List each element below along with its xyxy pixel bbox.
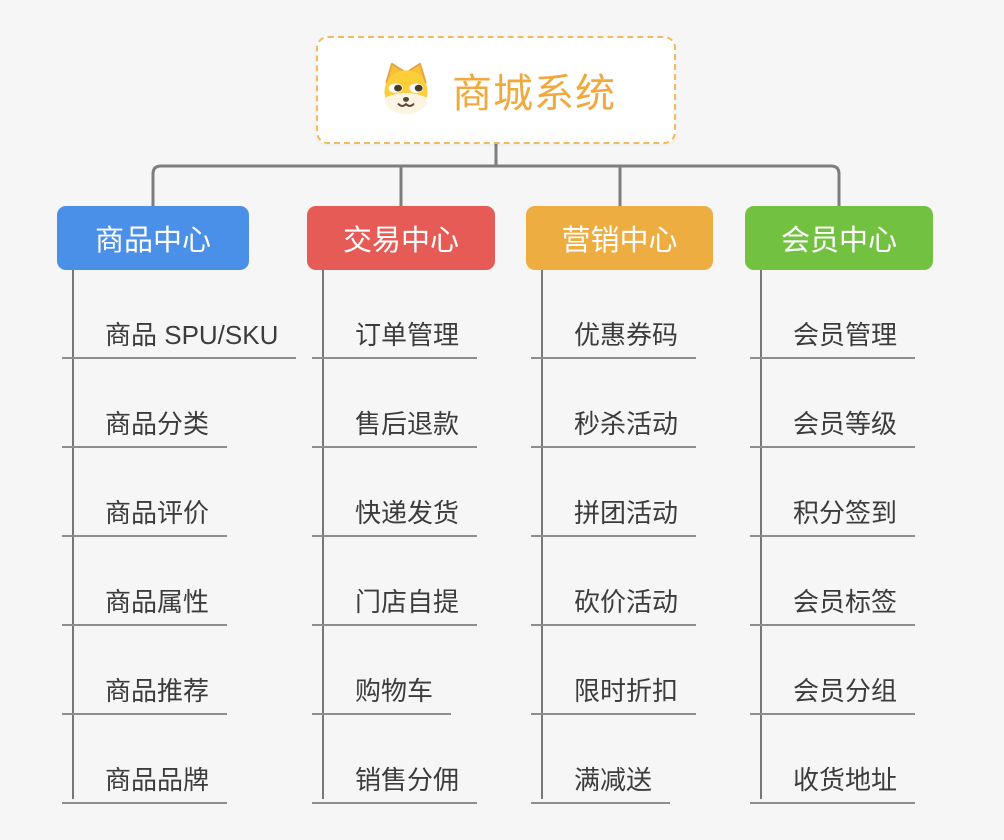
child-topic[interactable]: 会员标签: [750, 537, 916, 626]
branch-children: 优惠券码秒杀活动拼团活动砍价活动限时折扣满减送: [526, 270, 697, 804]
branch-rail-line: [151, 164, 841, 206]
child-topic[interactable]: 优惠券码: [531, 270, 697, 359]
child-topic[interactable]: 会员管理: [750, 270, 916, 359]
branch-children: 订单管理售后退款快递发货门店自提购物车销售分佣: [307, 270, 478, 804]
child-topic[interactable]: 商品属性: [62, 537, 228, 626]
branch-children: 会员管理会员等级积分签到会员标签会员分组收货地址: [745, 270, 916, 804]
root-title: 商城系统: [452, 72, 616, 116]
child-topic[interactable]: 订单管理: [312, 270, 478, 359]
branch-label: 商品中心: [94, 225, 211, 257]
branch-node[interactable]: 营销中心: [526, 206, 713, 270]
child-topic[interactable]: 收货地址: [750, 715, 916, 804]
trunk-line: [72, 270, 74, 799]
child-topic[interactable]: 会员分组: [750, 626, 916, 715]
child-topic[interactable]: 限时折扣: [531, 626, 697, 715]
trunk-line: [322, 270, 324, 799]
child-topic[interactable]: 商品分类: [62, 359, 228, 448]
child-topic[interactable]: 会员等级: [750, 359, 916, 448]
branch-node[interactable]: 商品中心: [57, 206, 249, 270]
child-topic[interactable]: 售后退款: [312, 359, 478, 448]
root-node[interactable]: 商城系统: [316, 36, 676, 144]
child-topic[interactable]: 商品推荐: [62, 626, 228, 715]
child-topic[interactable]: 拼团活动: [531, 448, 697, 537]
child-topic[interactable]: 商品 SPU/SKU: [62, 270, 297, 359]
branch-label: 会员中心: [780, 225, 897, 257]
branch-label: 营销中心: [561, 225, 678, 257]
child-topic[interactable]: 销售分佣: [312, 715, 478, 804]
branch-node[interactable]: 交易中心: [307, 206, 495, 270]
trunk-line: [760, 270, 762, 799]
child-topic[interactable]: 秒杀活动: [531, 359, 697, 448]
child-topic[interactable]: 满减送: [531, 715, 671, 804]
child-topic[interactable]: 商品评价: [62, 448, 228, 537]
trunk-line: [541, 270, 543, 799]
shiba-dog-icon: [376, 60, 436, 120]
branch-node[interactable]: 会员中心: [745, 206, 933, 270]
branch-label: 交易中心: [342, 225, 459, 257]
child-topic[interactable]: 砍价活动: [531, 537, 697, 626]
child-topic[interactable]: 商品品牌: [62, 715, 228, 804]
child-topic[interactable]: 门店自提: [312, 537, 478, 626]
child-topic[interactable]: 购物车: [312, 626, 452, 715]
child-topic[interactable]: 快递发货: [312, 448, 478, 537]
child-topic[interactable]: 积分签到: [750, 448, 916, 537]
